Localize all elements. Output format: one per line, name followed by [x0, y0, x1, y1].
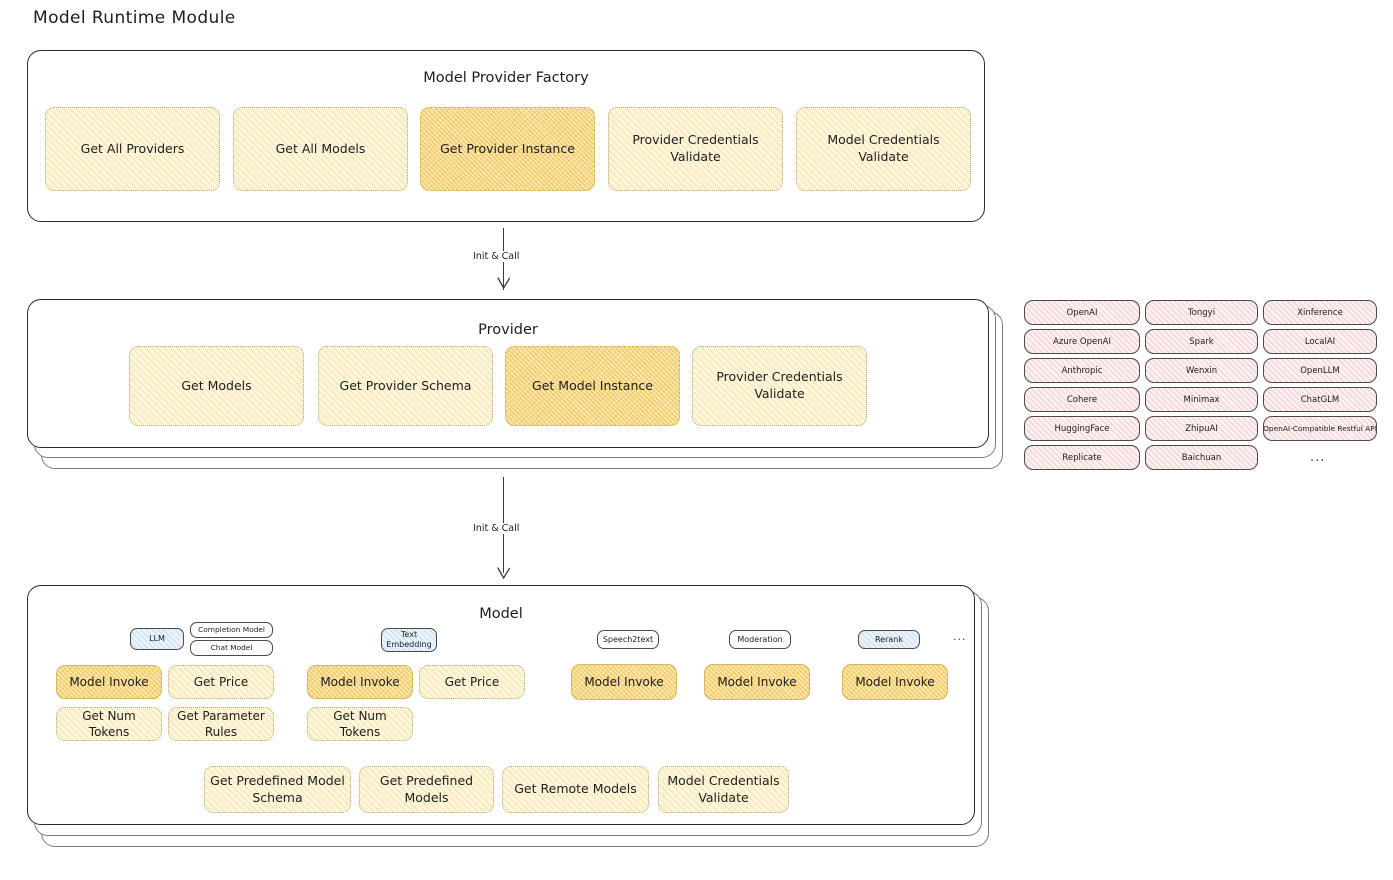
model-common-method-get-remote-models[interactable]: Get Remote Models	[502, 766, 649, 813]
arrow-label-init-and-call-1: Init & Call	[470, 251, 523, 262]
text-embedding-method-get-price[interactable]: Get Price	[419, 665, 525, 699]
rerank-method-model-invoke[interactable]: Model Invoke	[842, 664, 948, 700]
provider-pill-xinference[interactable]: Xinference	[1263, 300, 1377, 325]
model-type-badge-llm[interactable]: LLM	[130, 628, 184, 650]
model-types-more-ellipsis: ...	[953, 630, 967, 643]
page-title: Model Runtime Module	[33, 8, 236, 28]
model-type-badge-text-embedding[interactable]: Text Embedding	[381, 628, 437, 652]
model-subtype-badge-chat-model[interactable]: Chat Model	[190, 640, 273, 656]
provider-pill-chatglm[interactable]: ChatGLM	[1263, 387, 1377, 412]
provider-method-get-models[interactable]: Get Models	[129, 346, 304, 426]
provider-pill-replicate[interactable]: Replicate	[1024, 445, 1140, 470]
provider-pill-zhipuai[interactable]: ZhipuAI	[1145, 416, 1258, 441]
provider-pill-minimax[interactable]: Minimax	[1145, 387, 1258, 412]
provider-pill-cohere[interactable]: Cohere	[1024, 387, 1140, 412]
provider-pill-tongyi[interactable]: Tongyi	[1145, 300, 1258, 325]
provider-pill-huggingface[interactable]: HuggingFace	[1024, 416, 1140, 441]
provider-method-get-model-instance[interactable]: Get Model Instance	[505, 346, 680, 426]
provider-method-provider-credentials-validate[interactable]: Provider Credentials Validate	[692, 346, 867, 426]
provider-card: Provider Get Models Get Provider Schema …	[27, 299, 989, 448]
model-title: Model	[479, 606, 523, 622]
model-type-badge-rerank[interactable]: Rerank	[858, 630, 920, 649]
model-provider-factory-card: Model Provider Factory Get All Providers…	[27, 50, 985, 222]
model-type-badge-speech2text[interactable]: Speech2text	[597, 630, 659, 649]
text-embedding-method-get-num-tokens[interactable]: Get Num Tokens	[307, 707, 413, 741]
model-common-method-get-predefined-model-schema[interactable]: Get Predefined Model Schema	[204, 766, 351, 813]
llm-method-get-price[interactable]: Get Price	[168, 665, 274, 699]
model-common-method-get-predefined-models[interactable]: Get Predefined Models	[359, 766, 494, 813]
provider-pill-azure-openai[interactable]: Azure OpenAI	[1024, 329, 1140, 354]
arrow-provider-to-model-head	[497, 567, 511, 580]
provider-title: Provider	[478, 322, 538, 338]
provider-method-get-provider-schema[interactable]: Get Provider Schema	[318, 346, 493, 426]
factory-method-provider-credentials-validate[interactable]: Provider Credentials Validate	[608, 107, 783, 191]
factory-method-get-all-providers[interactable]: Get All Providers	[45, 107, 220, 191]
llm-method-get-parameter-rules[interactable]: Get Parameter Rules	[168, 707, 274, 741]
llm-method-model-invoke[interactable]: Model Invoke	[56, 665, 162, 699]
model-subtype-badge-completion-model[interactable]: Completion Model	[190, 622, 273, 638]
provider-pill-baichuan[interactable]: Baichuan	[1145, 445, 1258, 470]
provider-pill-anthropic[interactable]: Anthropic	[1024, 358, 1140, 383]
factory-method-model-credentials-validate[interactable]: Model Credentials Validate	[796, 107, 971, 191]
provider-pill-openllm[interactable]: OpenLLM	[1263, 358, 1377, 383]
llm-method-get-num-tokens[interactable]: Get Num Tokens	[56, 707, 162, 741]
model-card: Model LLM Completion Model Chat Model Mo…	[27, 585, 975, 825]
provider-pill-localai[interactable]: LocalAI	[1263, 329, 1377, 354]
model-common-method-model-credentials-validate[interactable]: Model Credentials Validate	[658, 766, 789, 813]
factory-method-get-provider-instance[interactable]: Get Provider Instance	[420, 107, 595, 191]
provider-list-more-ellipsis: ...	[1310, 450, 1326, 465]
speech2text-method-model-invoke[interactable]: Model Invoke	[571, 664, 677, 700]
arrow-label-init-and-call-2: Init & Call	[470, 523, 523, 534]
provider-pill-openai-compatible-restful-api[interactable]: OpenAI-Compatible Restful API	[1263, 416, 1377, 441]
text-embedding-method-model-invoke[interactable]: Model Invoke	[307, 665, 413, 699]
provider-pill-spark[interactable]: Spark	[1145, 329, 1258, 354]
model-type-badge-moderation[interactable]: Moderation	[729, 630, 791, 649]
factory-title: Model Provider Factory	[423, 70, 589, 86]
provider-pill-openai[interactable]: OpenAI	[1024, 300, 1140, 325]
arrow-factory-to-provider-head	[497, 277, 511, 290]
factory-method-get-all-models[interactable]: Get All Models	[233, 107, 408, 191]
moderation-method-model-invoke[interactable]: Model Invoke	[704, 664, 810, 700]
provider-pill-wenxin[interactable]: Wenxin	[1145, 358, 1258, 383]
